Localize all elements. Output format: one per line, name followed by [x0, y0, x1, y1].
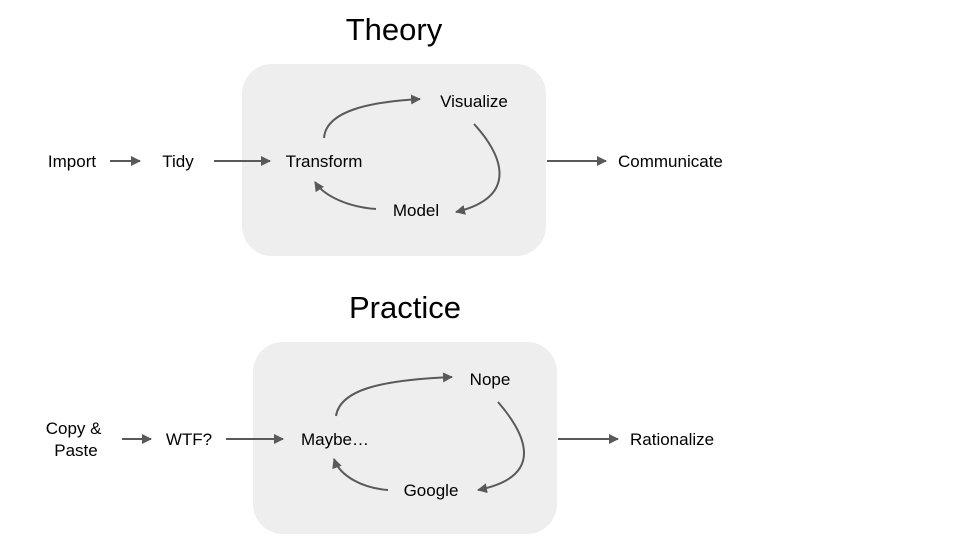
node-copy-paste-line1: Copy & — [46, 419, 102, 438]
arrow-google-to-maybe — [332, 458, 389, 491]
node-transform: Transform — [286, 152, 363, 171]
node-nope: Nope — [470, 370, 511, 389]
arrow-maybe-to-nope — [335, 372, 453, 417]
node-copy-paste: Copy & Paste — [46, 419, 106, 460]
arrow-transform-to-visualize — [323, 94, 421, 139]
node-copy-paste-line2: Paste — [54, 441, 97, 460]
node-model: Model — [393, 201, 439, 220]
arrow-visualize-to-model — [455, 123, 501, 215]
practice-title: Practice — [349, 290, 461, 325]
arrow-nope-to-google — [477, 401, 525, 494]
arrow-model-to-transform — [314, 181, 377, 210]
node-visualize: Visualize — [440, 92, 508, 111]
node-google: Google — [404, 481, 459, 500]
node-wtf: WTF? — [166, 430, 212, 449]
practice-cycle-box — [253, 342, 557, 534]
node-rationalize: Rationalize — [630, 430, 714, 449]
node-maybe: Maybe… — [301, 430, 369, 449]
node-tidy: Tidy — [162, 152, 194, 171]
theory-section: Theory Import Tidy Transform Visualize M… — [48, 12, 723, 256]
node-communicate: Communicate — [618, 152, 723, 171]
node-import: Import — [48, 152, 96, 171]
theory-title: Theory — [346, 12, 443, 47]
practice-section: Practice Copy & Paste WTF? Maybe… Nope G… — [46, 290, 714, 534]
